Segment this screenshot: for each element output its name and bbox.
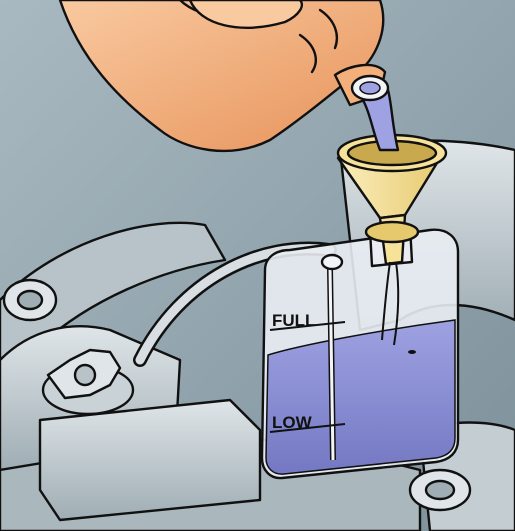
coolant-reservoir: FULL LOW: [262, 226, 458, 478]
lower-panel: [40, 400, 260, 520]
full-label: FULL: [272, 311, 315, 330]
reservoir-nipple: [322, 255, 342, 269]
drip: [408, 350, 416, 354]
radiator-cap-center: [75, 365, 95, 385]
hose-end-right-inner: [426, 481, 454, 499]
hose-end-left-inner: [18, 291, 42, 309]
bottle-mouth-inner: [360, 82, 380, 94]
funnel-collar: [366, 222, 418, 242]
low-label: LOW: [272, 413, 313, 432]
